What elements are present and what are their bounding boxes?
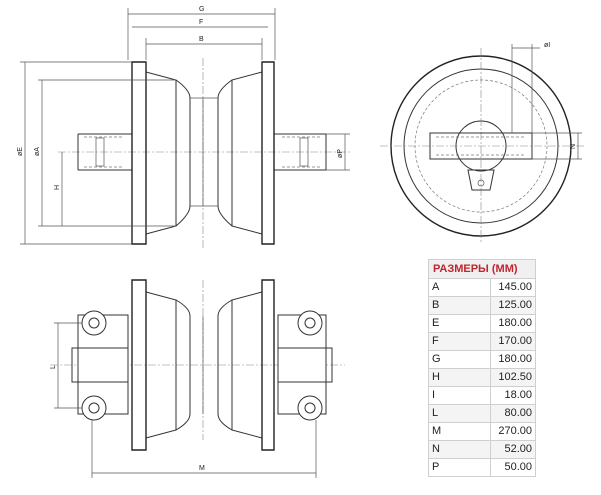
dimension-value: 52.00 — [490, 440, 536, 459]
dim-label-l: L — [50, 365, 57, 369]
dim-label-m: M — [199, 465, 205, 472]
front-view: G F B øE øA H øP — [17, 6, 350, 248]
dimension-value: 102.50 — [490, 368, 536, 387]
dim-label-p: øP — [337, 149, 344, 158]
table-title: РАЗМЕРЫ (ММ) — [428, 259, 536, 278]
side-view: øI N — [380, 42, 585, 244]
dimension-key: G — [428, 350, 491, 369]
dimension-key: P — [428, 458, 491, 477]
dim-label-n: N — [570, 144, 577, 149]
dimension-key: I — [428, 386, 491, 405]
dimension-key: L — [428, 404, 491, 423]
dimension-value: 170.00 — [490, 332, 536, 351]
dim-label-g: G — [199, 6, 204, 13]
dimension-key: H — [428, 368, 491, 387]
dimension-key: B — [428, 296, 491, 315]
dim-label-e: øE — [17, 147, 24, 156]
dimension-key: M — [428, 422, 491, 441]
dim-label-b: B — [199, 36, 204, 43]
dimension-key: F — [428, 332, 491, 351]
dimension-key: A — [428, 278, 491, 297]
dimension-key: E — [428, 314, 491, 333]
dim-label-a: øA — [34, 147, 41, 156]
dimension-value: 180.00 — [490, 314, 536, 333]
dimension-key: N — [428, 440, 491, 459]
dim-label-f: F — [199, 19, 203, 26]
plan-view: L M — [50, 279, 345, 478]
dim-label-i: øI — [544, 42, 550, 49]
dimension-value: 80.00 — [490, 404, 536, 423]
dimension-value: 125.00 — [490, 296, 536, 315]
dimension-value: 180.00 — [490, 350, 536, 369]
dimension-value: 270.00 — [490, 422, 536, 441]
dim-label-h: H — [54, 185, 61, 190]
dimension-value: 145.00 — [490, 278, 536, 297]
dimension-value: 50.00 — [490, 458, 536, 477]
dimension-value: 18.00 — [490, 386, 536, 405]
